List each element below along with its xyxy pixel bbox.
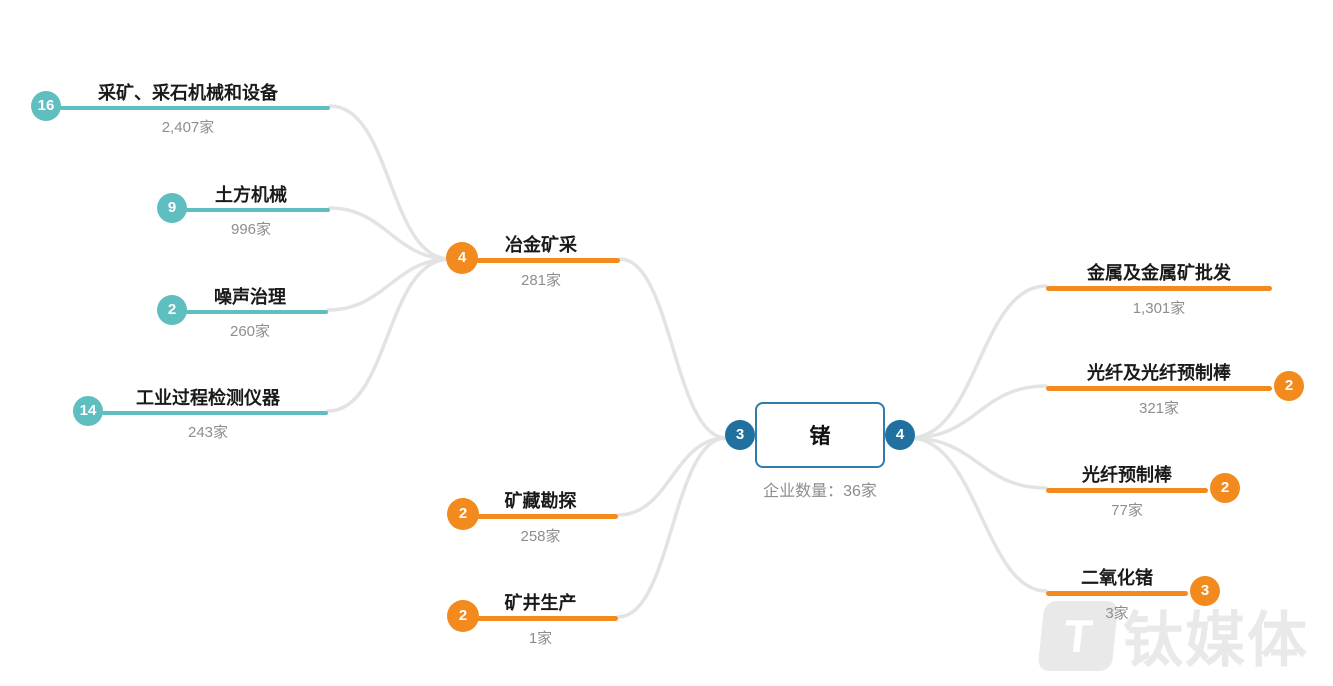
connector bbox=[328, 104, 452, 261]
branch-label: 噪声治理 bbox=[214, 287, 286, 307]
branch-mineral-exploration[interactable]: 矿藏勘探 258家 2 bbox=[447, 490, 618, 546]
watermark: T 钛媒体 bbox=[1037, 592, 1309, 679]
branch-line bbox=[1046, 286, 1272, 291]
branch-label: 工业过程检测仪器 bbox=[136, 388, 280, 408]
connector bbox=[908, 384, 1048, 440]
center-node-caption: 企业数量：36家 bbox=[763, 483, 877, 500]
branch-line bbox=[172, 208, 330, 212]
branch-count: 2,407家 bbox=[161, 119, 215, 136]
center-right-badge[interactable]: 4 bbox=[885, 420, 915, 450]
branch-badge[interactable]: 4 bbox=[446, 242, 478, 274]
branch-line bbox=[88, 411, 328, 415]
branch-noise-control[interactable]: 噪声治理 260家 2 bbox=[157, 286, 328, 341]
branch-line bbox=[463, 514, 618, 519]
center-node-label: 锗 bbox=[809, 425, 831, 448]
connector bbox=[908, 436, 1048, 490]
branch-label: 金属及金属矿批发 bbox=[1087, 263, 1231, 283]
branch-fiber-preform[interactable]: 光纤预制棒 77家 2 bbox=[1046, 464, 1240, 520]
branch-count: 258家 bbox=[520, 528, 561, 545]
branch-label: 采矿、采石机械和设备 bbox=[98, 83, 278, 103]
branch-line bbox=[463, 616, 618, 621]
branch-label: 土方机械 bbox=[215, 185, 287, 205]
branch-badge[interactable]: 2 bbox=[1274, 371, 1304, 401]
branch-metal-ore-wholesale[interactable]: 金属及金属矿批发 1,301家 bbox=[1046, 262, 1272, 318]
branch-line bbox=[1046, 591, 1188, 596]
branch-count: 321家 bbox=[1138, 400, 1180, 417]
branch-count: 281家 bbox=[520, 272, 562, 289]
connector bbox=[618, 257, 728, 440]
connector bbox=[326, 257, 452, 413]
connector bbox=[616, 436, 728, 517]
branch-badge[interactable]: 2 bbox=[447, 498, 479, 530]
branch-line bbox=[1046, 386, 1272, 391]
branch-badge[interactable]: 2 bbox=[1210, 473, 1240, 503]
connector bbox=[328, 206, 452, 261]
branch-line bbox=[462, 258, 620, 263]
branch-count: 3家 bbox=[1105, 605, 1129, 622]
branch-industrial-process-instruments[interactable]: 工业过程检测仪器 243家 14 bbox=[73, 387, 328, 442]
watermark-text: 钛媒体 bbox=[1123, 607, 1309, 674]
branch-mining-quarry-machinery[interactable]: 采矿、采石机械和设备 2,407家 16 bbox=[31, 82, 330, 137]
connector bbox=[908, 284, 1048, 440]
connector bbox=[326, 257, 452, 312]
center-left-badge[interactable]: 3 bbox=[725, 420, 755, 450]
branch-count: 1,301家 bbox=[1132, 300, 1186, 317]
branch-count: 77家 bbox=[1111, 502, 1143, 519]
branch-count: 260家 bbox=[229, 323, 271, 340]
branch-label: 矿井生产 bbox=[504, 593, 577, 613]
branch-earthmoving-machinery[interactable]: 土方机械 996家 9 bbox=[157, 184, 330, 239]
branch-badge[interactable]: 3 bbox=[1190, 576, 1220, 606]
branch-line bbox=[46, 106, 330, 110]
branch-badge[interactable]: 2 bbox=[447, 600, 479, 632]
branch-badge[interactable]: 14 bbox=[73, 396, 103, 426]
connector bbox=[908, 436, 1048, 593]
branch-label: 光纤预制棒 bbox=[1082, 465, 1172, 485]
branch-label: 矿藏勘探 bbox=[504, 491, 577, 511]
branch-badge[interactable]: 2 bbox=[157, 295, 187, 325]
branch-label: 二氧化锗 bbox=[1081, 568, 1153, 588]
branch-badge[interactable]: 16 bbox=[31, 91, 61, 121]
branch-count: 243家 bbox=[187, 424, 229, 441]
branch-metallurgical-mining[interactable]: 冶金矿采 281家 4 bbox=[446, 234, 620, 290]
branch-label: 光纤及光纤预制棒 bbox=[1087, 363, 1231, 383]
branch-badge[interactable]: 9 bbox=[157, 193, 187, 223]
branch-line bbox=[172, 310, 328, 314]
branch-count: 996家 bbox=[230, 221, 272, 238]
branch-germanium-dioxide[interactable]: 二氧化锗 3家 3 bbox=[1046, 567, 1220, 623]
connector bbox=[616, 436, 728, 619]
center-node-germanium[interactable]: 锗 3 4 bbox=[725, 402, 915, 468]
branch-count: 1家 bbox=[528, 630, 553, 647]
branch-optical-fiber-and-preform[interactable]: 光纤及光纤预制棒 321家 2 bbox=[1046, 362, 1304, 418]
branch-line bbox=[1046, 488, 1208, 493]
branch-mine-production[interactable]: 矿井生产 1家 2 bbox=[447, 592, 618, 648]
branch-label: 冶金矿采 bbox=[505, 235, 577, 255]
